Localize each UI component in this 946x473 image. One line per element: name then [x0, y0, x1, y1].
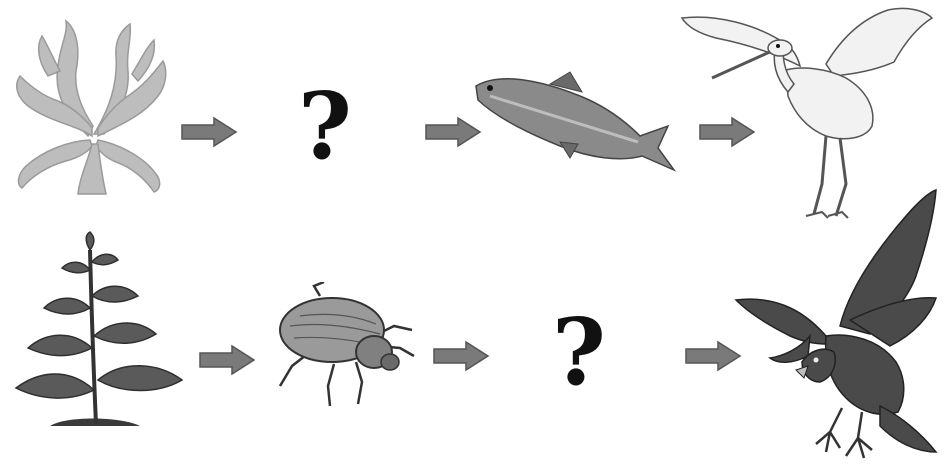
- arrow-icon: [198, 344, 256, 376]
- arrow-icon: [180, 116, 238, 148]
- plant-icon: [10, 230, 188, 430]
- unknown-organism-question-mark: ?: [544, 306, 614, 398]
- beetle-icon: [270, 282, 420, 410]
- arrow-icon: [432, 340, 490, 372]
- eagle-icon: [730, 186, 942, 468]
- seaweed-icon: [8, 16, 176, 196]
- fish-icon: [470, 66, 680, 176]
- unknown-organism-question-mark: ?: [290, 80, 360, 172]
